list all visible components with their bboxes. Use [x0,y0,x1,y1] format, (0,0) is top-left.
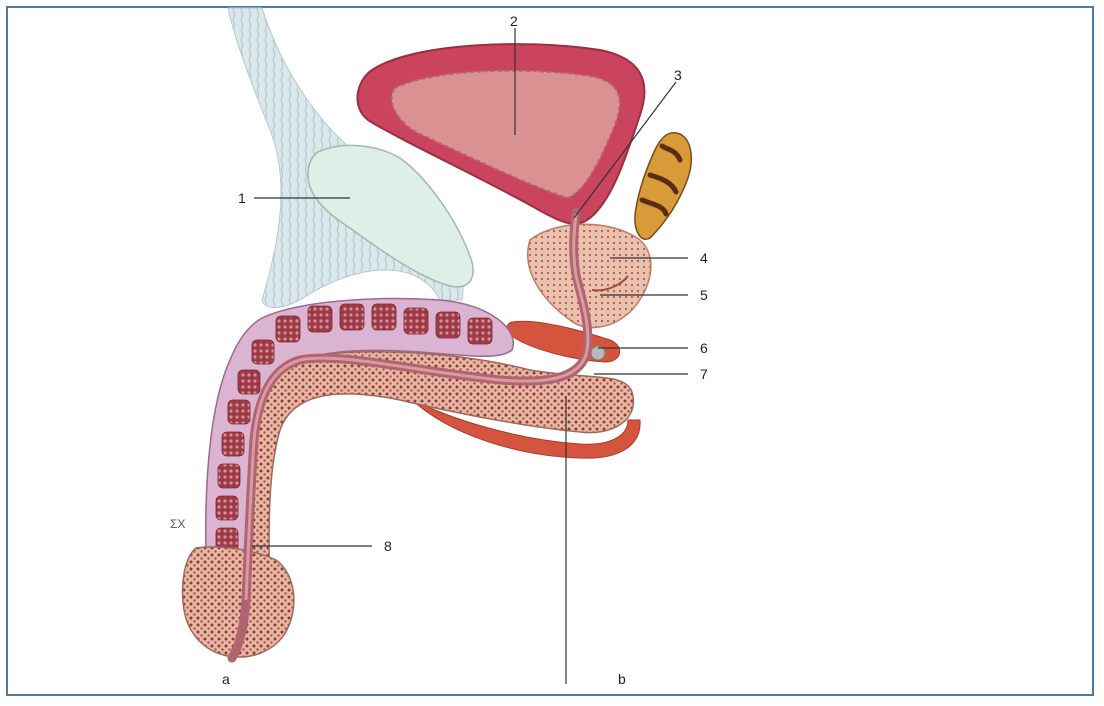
callout-6: 6 [700,340,708,356]
callout-2: 2 [510,13,518,29]
callout-7: 7 [700,366,708,382]
callout-8: 8 [384,538,392,554]
side-mark: ƩX [170,517,185,531]
panel-label-a: a [222,671,230,687]
corpus-spongiosum [246,352,634,600]
callout-3: 3 [674,67,682,83]
callout-1: 1 [238,190,246,206]
callout-5: 5 [700,287,708,303]
panel-label-b: b [618,671,626,687]
callout-4: 4 [700,250,708,266]
